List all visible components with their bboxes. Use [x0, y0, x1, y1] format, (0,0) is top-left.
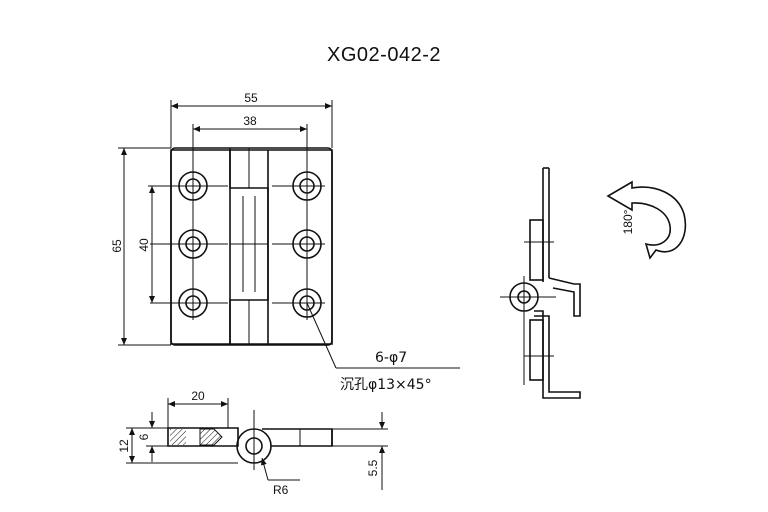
- dim-hole-spacing-v: 40: [137, 238, 151, 252]
- drawing-title: XG02-042-2: [327, 44, 441, 66]
- countersink-note: 沉孔φ13×45°: [340, 377, 432, 393]
- leaf-boss: [529, 319, 544, 381]
- dim-thickness: 6: [137, 433, 151, 440]
- center-lines: [150, 170, 325, 320]
- dim-overall-width: 55: [244, 91, 258, 105]
- bent-leaf: [548, 277, 581, 317]
- dim-overall-height: 65: [110, 239, 124, 253]
- lower-leaf: [534, 310, 581, 399]
- dim-radius: R6: [273, 483, 289, 497]
- section-view: 20 6 12 5.5 R6: [117, 389, 388, 497]
- rotation-angle-label: 180°: [621, 209, 635, 234]
- side-view: [500, 167, 581, 399]
- dim-hole-spacing-h: 38: [243, 114, 257, 128]
- dim-section-width: 20: [191, 389, 205, 403]
- right-leaf: [262, 428, 333, 447]
- hatch-section: [170, 429, 186, 445]
- leaf-boss: [529, 219, 544, 281]
- hinge-plate: [170, 147, 333, 346]
- hole-count-note: 6-φ7: [375, 350, 407, 366]
- dim-offset: 5.5: [366, 459, 380, 476]
- dim-knuckle-height: 12: [117, 439, 131, 453]
- left-leaf: [167, 427, 239, 447]
- front-view: 55 38 65 40 6-φ7 沉孔φ13×45°: [110, 91, 460, 393]
- leader-line: [306, 302, 337, 369]
- hatch-section: [199, 428, 223, 446]
- rotation-arrow-icon: 180°: [606, 180, 687, 260]
